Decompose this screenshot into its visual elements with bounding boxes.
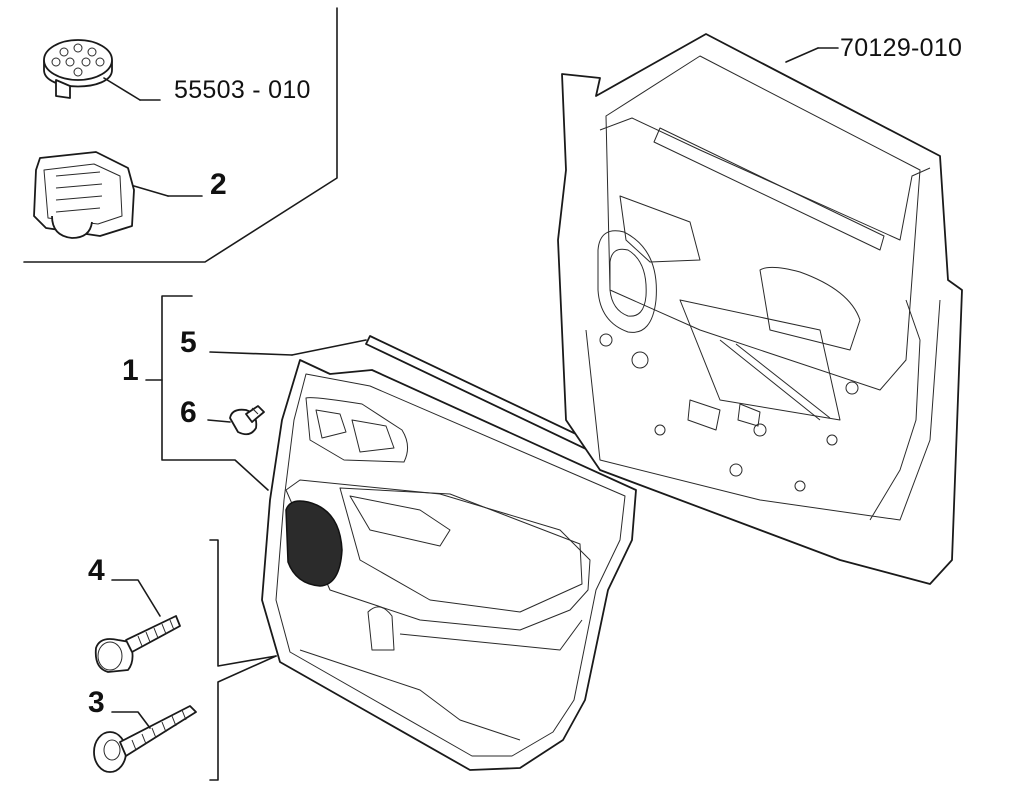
door-shell-part	[557, 33, 963, 585]
round-cap-part	[43, 39, 161, 101]
push-rivet-part	[207, 405, 265, 436]
label-item-3: 3	[88, 686, 105, 719]
label-item-6: 6	[180, 396, 197, 429]
label-item-2: 2	[210, 168, 227, 201]
tapping-screw-part	[93, 705, 197, 773]
bracket-items-3-4	[209, 539, 277, 781]
label-item-4: 4	[88, 554, 105, 587]
label-70129-010: 70129-010	[840, 34, 963, 62]
label-item-5: 5	[180, 326, 197, 359]
inset-frame	[23, 7, 338, 263]
label-item-1: 1	[122, 354, 139, 387]
door-trim-panel-part	[261, 359, 637, 771]
spacer-bolt-part	[94, 579, 181, 673]
clip-retainer-part	[33, 151, 203, 239]
bracket-item-1	[145, 295, 269, 491]
label-55503-010: 55503 - 010	[174, 76, 311, 104]
